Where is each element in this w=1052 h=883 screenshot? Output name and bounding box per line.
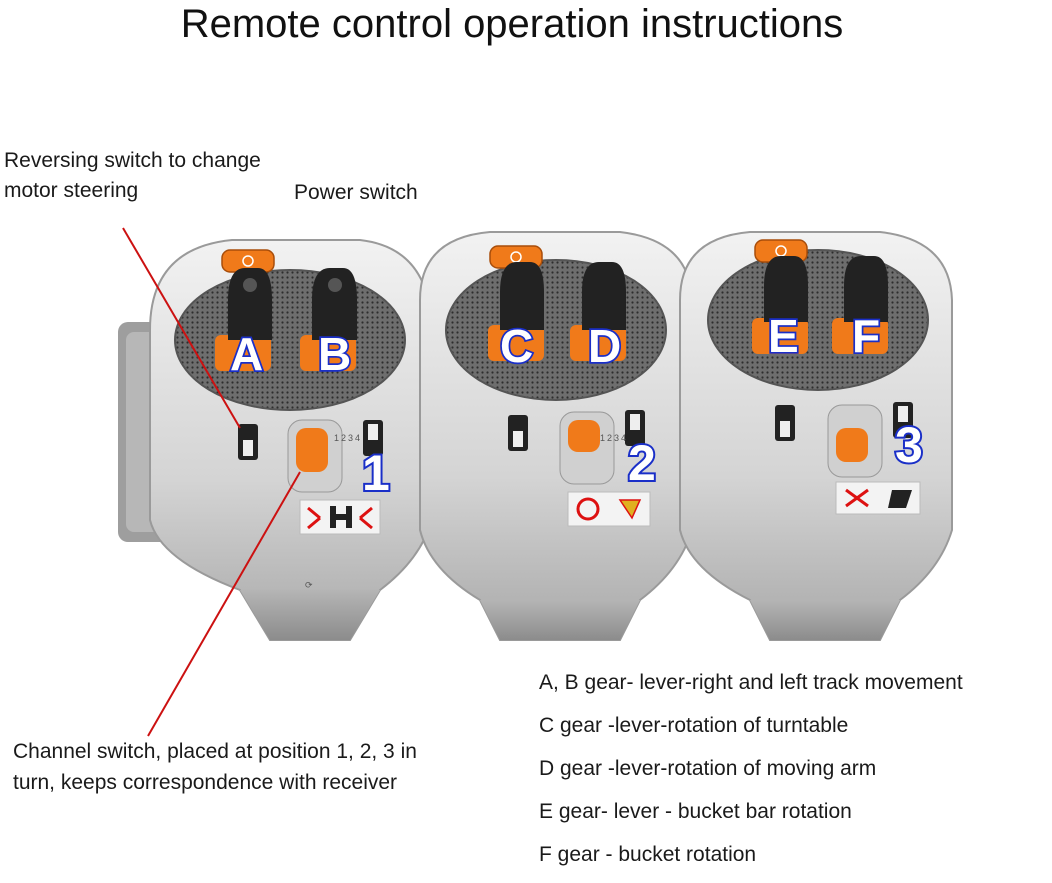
legend-item: E gear- lever - bucket bar rotation [539, 800, 852, 823]
channel-mark: 4 [621, 433, 626, 443]
channel-mark: 2 [341, 433, 346, 443]
legend-item: D gear -lever-rotation of moving arm [539, 757, 877, 780]
reversing-switch-left-3[interactable] [775, 405, 795, 441]
channel-mark: 3 [614, 433, 619, 443]
pointer-channel-switch [147, 471, 301, 737]
lever-legend: A, B gear- lever-right and left track mo… [539, 668, 1049, 883]
page-title: Remote control operation instructions [180, 2, 844, 46]
legend-item: A, B gear- lever-right and left track mo… [539, 671, 963, 694]
track-movement-icon [299, 499, 381, 535]
channel-switch-2[interactable] [559, 411, 615, 485]
legend-item: C gear -lever-rotation of turntable [539, 714, 849, 737]
channel-mark: 4 [355, 433, 360, 443]
remote-control-1: A B 1 2 3 4 1 ⟳ [149, 239, 433, 641]
remote-control-2: C D 1 2 3 4 2 [419, 231, 693, 641]
channel-number-1: 1 [362, 445, 390, 501]
lever-label-a: A [230, 328, 263, 380]
bucket-icon [835, 481, 921, 515]
pointer-reversing-switch [122, 227, 241, 429]
channel-mark: 1 [334, 433, 339, 443]
lever-label-d: D [588, 320, 621, 372]
reversing-switch-left-1[interactable] [238, 424, 258, 460]
channel-switch-1[interactable] [287, 419, 343, 493]
lever-left-2[interactable] [488, 262, 544, 361]
power-switch-callout: Power switch [294, 181, 418, 204]
reverse-arrow-icon: ⟳ [305, 580, 313, 590]
legend-item: F gear - bucket rotation [539, 843, 757, 866]
lever-label-f: F [852, 310, 880, 362]
lever-left-1[interactable] [215, 268, 272, 371]
lever-label-b: B [318, 328, 351, 380]
lever-left-3[interactable] [752, 256, 808, 354]
lever-right-2[interactable] [570, 262, 626, 361]
turntable-arm-icon [567, 491, 651, 527]
reversing-switch-right-3[interactable] [893, 402, 913, 438]
lever-label-c: C [500, 320, 533, 372]
channel-switch-callout: Channel switch, placed at position 1, 2,… [13, 740, 417, 794]
channel-mark: 2 [607, 433, 612, 443]
channel-mark: 1 [600, 433, 605, 443]
pointer-lines [122, 227, 301, 737]
reversing-switch-left-2[interactable] [508, 415, 528, 451]
remote-control-3: E F 3 [679, 231, 953, 641]
lever-right-1[interactable] [300, 268, 357, 371]
channel-mark: 3 [348, 433, 353, 443]
channel-number-2: 2 [628, 435, 656, 491]
reversing-switch-right-2[interactable] [625, 410, 645, 446]
reversing-switch-right-1[interactable] [363, 420, 383, 456]
reversing-switch-callout: Reversing switch to change motor steerin… [4, 149, 261, 202]
channel-number-3: 3 [895, 417, 923, 473]
lever-label-e: E [768, 310, 799, 362]
lever-right-3[interactable] [832, 256, 888, 354]
channel-switch-3[interactable] [827, 404, 883, 478]
